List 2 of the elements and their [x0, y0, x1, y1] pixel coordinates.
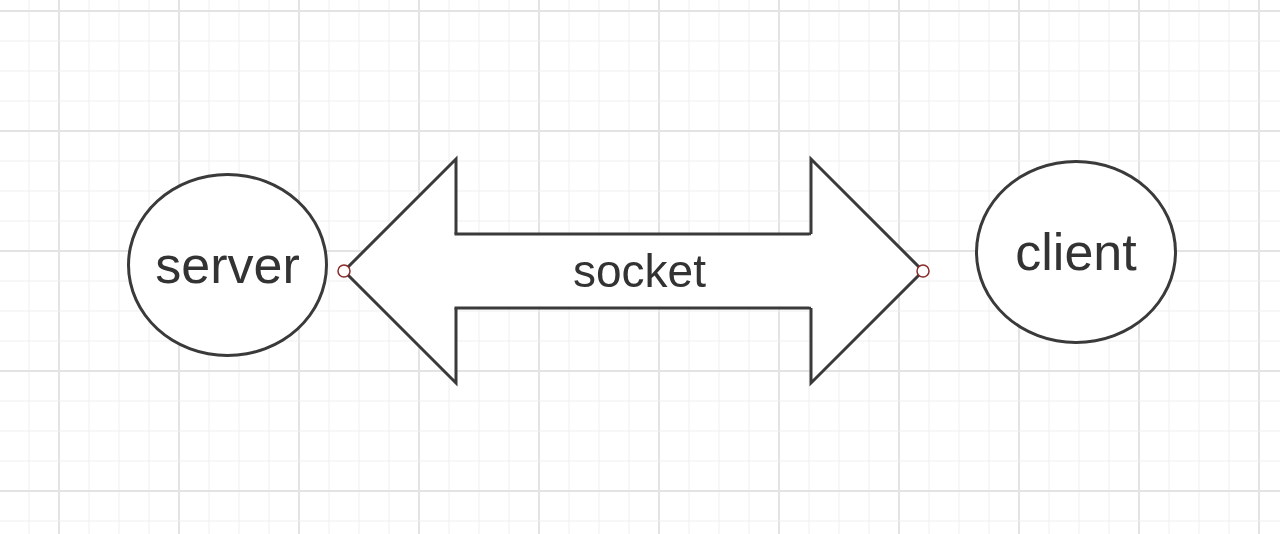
- node-label: server: [155, 239, 300, 291]
- node-label: client: [1015, 226, 1137, 278]
